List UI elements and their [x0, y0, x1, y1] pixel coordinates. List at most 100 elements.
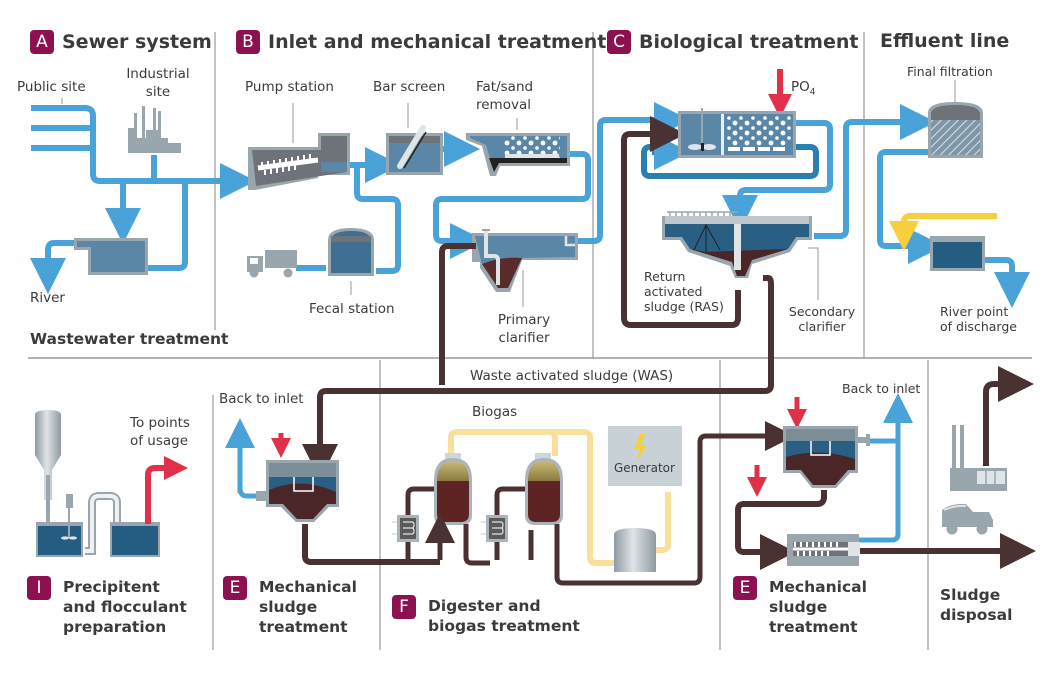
label-public-site: Public site: [17, 79, 86, 95]
section-title-text: Biological treatment: [639, 31, 859, 53]
title-line: Precipitent: [63, 578, 160, 596]
section-title-digester: F Digester and biogas treatment: [392, 595, 580, 636]
label-po4-subscript: 4: [809, 87, 816, 98]
section-title-inlet: B Inlet and mechanical treatment: [236, 30, 606, 54]
title-line: Mechanical: [259, 578, 357, 596]
label-biogas: Biogas: [472, 404, 518, 420]
label-pump-station: Pump station: [245, 79, 334, 95]
lightning-bolt-icon: [634, 434, 647, 462]
pump-station: [248, 133, 350, 190]
bio-pipes: [597, 104, 936, 328]
factory-icon: [128, 106, 181, 153]
label-po4: PO4: [791, 78, 816, 102]
label-line: Primary: [497, 312, 551, 328]
aeration-tank: [678, 108, 796, 158]
section-badge-e: E: [223, 576, 247, 600]
bar-screen: [386, 125, 443, 175]
secondary-clarifier: [662, 211, 812, 278]
title-line: Digester and: [428, 597, 541, 615]
section-title-text: Effluent line: [880, 30, 1010, 52]
title-line: sludge: [259, 598, 318, 616]
section-badge-a: A: [30, 30, 54, 54]
label-line: Fat/sand: [476, 79, 534, 95]
digester-biogas: [392, 421, 795, 586]
fat-sand-removal-tank: [466, 133, 570, 176]
label-line: clarifier: [798, 319, 846, 334]
section-title-text: Sewer system: [62, 31, 212, 53]
label-bar-screen: Bar screen: [373, 79, 446, 95]
section-badge-c: C: [607, 30, 631, 54]
label-line: Return: [644, 269, 686, 284]
sewer-system-pipes: [30, 105, 256, 294]
label-industrial-site: Industrial site: [120, 65, 196, 101]
section-title-biological: C Biological treatment: [607, 30, 858, 54]
label-line: removal: [476, 97, 531, 113]
title-line: preparation: [63, 618, 167, 636]
discharge-tank: [930, 236, 985, 271]
section-dividers: [28, 32, 1032, 650]
section-badge-e: E: [733, 576, 757, 600]
label-back-to-inlet-right: Back to inlet: [842, 381, 921, 396]
title-line: treatment: [769, 618, 858, 636]
flocculant-preparation: [35, 410, 188, 557]
truck-icon: [247, 250, 297, 278]
section-title-wastewater-treatment: Wastewater treatment: [30, 330, 229, 348]
label-back-to-inlet-left: Back to inlet: [219, 391, 304, 407]
primary-clarifier: [472, 229, 578, 292]
section-title-mechanical-sludge-left: E Mechanical sludge treatment: [223, 576, 357, 637]
section-badge-b: B: [236, 30, 260, 54]
sludge-dewatering-right: [735, 393, 1036, 570]
section-title-text: Mechanical sludge treatment: [259, 577, 357, 637]
section-title-text: Mechanical sludge treatment: [769, 577, 867, 637]
label-po4-text: PO: [791, 79, 810, 95]
generator: [608, 426, 682, 486]
sludge-disposal-icons: [942, 366, 1034, 535]
label-line: clarifier: [498, 330, 550, 346]
section-title-text: Precipitent and flocculant preparation: [63, 577, 187, 637]
section-title-effluent: Effluent line: [880, 30, 1009, 52]
label-line: Secondary: [788, 304, 856, 319]
label-final-filtration: Final filtration: [907, 64, 993, 79]
label-was: Waste activated sludge (WAS): [470, 368, 674, 384]
title-line: biogas treatment: [428, 617, 580, 635]
label-fat-sand-removal: Fat/sand removal: [476, 78, 533, 114]
section-badge-f: F: [392, 595, 416, 619]
title-line: Mechanical: [769, 578, 867, 596]
label-line: site: [145, 84, 171, 100]
label-line: of usage: [130, 433, 189, 449]
section-title-sewer-system: A Sewer system: [30, 30, 212, 54]
label-line: River point: [940, 304, 1009, 319]
title-line: treatment: [259, 618, 348, 636]
label-to-points-of-usage: To points of usage: [130, 414, 190, 450]
label-line: To points: [130, 415, 190, 431]
section-title-sludge-disposal: Sludge disposal: [940, 585, 1012, 625]
section-title-text: Digester and biogas treatment: [428, 596, 580, 636]
incinerator-factory-icon: [950, 425, 1007, 491]
label-river: River: [30, 290, 65, 306]
sludge-thickener-left: [225, 418, 440, 565]
section-badge-i: I: [27, 576, 51, 600]
title-line: Sludge: [940, 586, 1001, 604]
label-line: sludge (RAS): [644, 299, 724, 314]
secondary-clarifier-leader: [808, 247, 819, 300]
label-river-discharge: River point of discharge: [940, 304, 1017, 334]
final-filtration-tank: [928, 102, 983, 158]
label-generator: Generator: [614, 461, 675, 475]
label-line: activated: [644, 284, 703, 299]
dump-truck-icon: [942, 503, 993, 535]
label-secondary-clarifier: Secondary clarifier: [782, 304, 862, 334]
title-line: and flocculant: [63, 598, 187, 616]
label-ras: Return activated sludge (RAS): [644, 269, 724, 314]
stormwater-tank: [74, 238, 148, 275]
label-line: of discharge: [940, 319, 1017, 334]
title-line: sludge: [769, 598, 828, 616]
label-line: Industrial: [126, 66, 190, 82]
section-title-mechanical-sludge-right: E Mechanical sludge treatment: [733, 576, 867, 637]
label-fecal-station: Fecal station: [309, 301, 395, 317]
was-line: [302, 243, 774, 480]
title-line: disposal: [940, 606, 1013, 624]
effluent-pipes: [877, 149, 1030, 308]
gas-holder: [614, 528, 656, 572]
section-title-text: Inlet and mechanical treatment: [268, 31, 607, 53]
